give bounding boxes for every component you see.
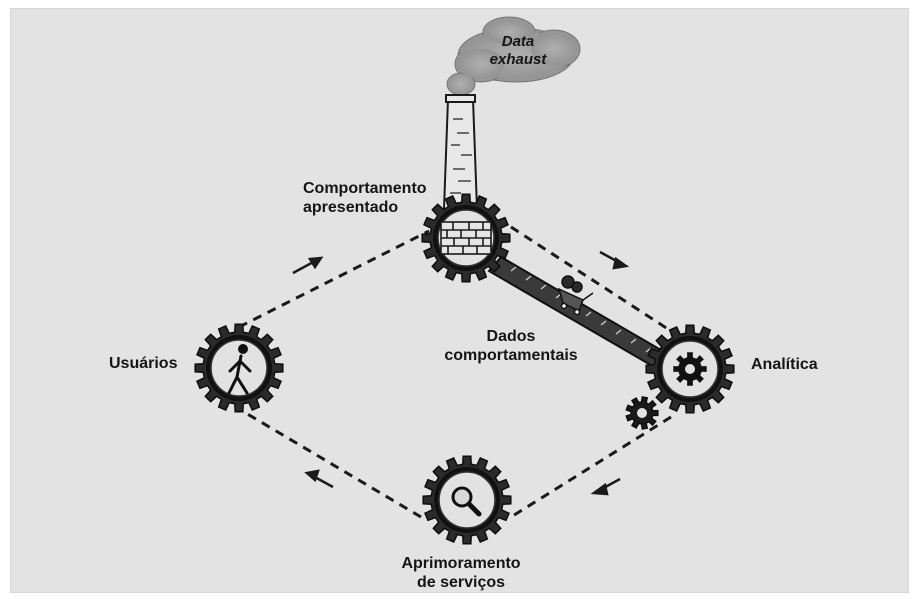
data-label-line2: comportamentais — [431, 346, 591, 365]
arrow-icon — [293, 258, 321, 273]
gear-icon-hole — [685, 364, 695, 374]
analytics-label: Analítica — [751, 355, 818, 374]
improvement-label: Aprimoramento de serviços — [386, 554, 536, 592]
brick-wall-icon — [441, 222, 491, 254]
behavior-label-line2: apresentado — [303, 198, 427, 217]
diagram-canvas: Data exhaust Comportamento apresentado U… — [10, 8, 909, 593]
data-exhaust-line1: Data — [483, 33, 553, 51]
data-label: Dados comportamentais — [431, 327, 591, 365]
small-gear-hole — [637, 408, 647, 418]
data-exhaust-label: Data exhaust — [483, 33, 553, 69]
behavior-label: Comportamento apresentado — [303, 179, 427, 217]
users-label: Usuários — [109, 354, 177, 373]
chimney-icon — [444, 95, 477, 209]
improvement-label-line1: Aprimoramento — [386, 554, 536, 573]
arrow-icon — [594, 479, 620, 494]
improvement-label-line2: de serviços — [386, 573, 536, 592]
data-exhaust-line2: exhaust — [483, 51, 553, 69]
arrow-icon — [600, 252, 626, 268]
data-label-line1: Dados — [431, 327, 591, 346]
gear-icon — [673, 352, 706, 385]
behavior-label-line1: Comportamento — [303, 179, 427, 198]
arrow-icon — [307, 471, 333, 487]
diagram-svg — [11, 9, 908, 592]
